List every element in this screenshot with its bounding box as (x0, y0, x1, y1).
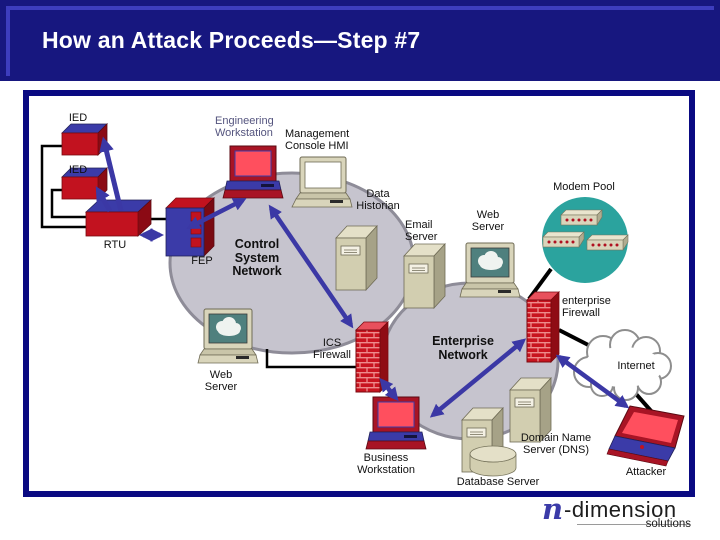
ics-firewall-label: ICS Firewall (313, 337, 351, 361)
internet-label: Internet (617, 360, 655, 372)
slide-title: How an Attack Proceeds—Step #7 (42, 27, 421, 53)
web-server-control-icon (197, 308, 259, 364)
web-server-control-label: Web Server (204, 369, 238, 393)
fep-label: FEP (191, 255, 213, 267)
ied-device-icon (61, 123, 108, 156)
arrow-enterprise-firewall-attacker (555, 354, 630, 409)
ied1-label: IED (68, 112, 88, 124)
modem-icon (542, 231, 585, 248)
email-server-icon (403, 243, 446, 309)
attacker-laptop-icon (606, 405, 685, 467)
engineering-workstation-icon (222, 145, 284, 199)
data-historian-server-icon (335, 225, 378, 291)
modem-icon (560, 209, 603, 226)
fep-device-icon (165, 197, 215, 257)
arrow-engineering-workstation-ics-firewall (268, 204, 354, 329)
title-bar-bevel (6, 6, 714, 76)
serial-wiring-lines (40, 144, 357, 369)
arrow-rtu-to-ied2 (95, 186, 113, 213)
enterprise-network-label: Enterprise Network (432, 334, 494, 362)
rtu-label: RTU (103, 239, 127, 251)
logo-n-glyph: n (542, 492, 564, 526)
data-historian-label: Data Historian (356, 188, 400, 212)
enterprise-firewall-icon (526, 291, 560, 363)
web-server-enterprise-icon (459, 242, 521, 298)
web-server-enterprise-label: Web Server (471, 209, 505, 233)
arrow-fep-engineering-workstation (186, 197, 247, 230)
control-system-network-label: Control System Network (232, 237, 282, 278)
logo-tagline: solutions (645, 518, 691, 530)
email-server-label: Email Server (405, 219, 438, 243)
logo-underline (577, 524, 689, 525)
arrow-rtu-to-ied1 (99, 136, 124, 212)
vendor-logo: n -dimension solutions (540, 492, 695, 536)
ied2-label: IED (68, 164, 88, 176)
management-console-hmi-label: Management Console HMI (285, 128, 350, 152)
database-disk-icon (469, 445, 517, 477)
engineering-workstation-label: Engineering Workstation (215, 115, 274, 139)
business-workstation-icon (365, 396, 427, 450)
title-bar: How an Attack Proceeds—Step #7 (0, 0, 720, 81)
modem-pool-label: Modem Pool (553, 181, 615, 193)
database-server-label: Database Server (456, 476, 540, 488)
arrow-business-workstation-enterprise-firewall (429, 338, 527, 418)
arrow-ics-firewall-business-workstation (379, 377, 399, 402)
management-console-hmi-icon (291, 156, 353, 208)
enterprise-firewall-label: enterprise Firewall (562, 295, 611, 319)
modem-pool-device (542, 197, 629, 283)
domain-name-server-label: Domain Name Server (DNS) (520, 432, 592, 456)
modem-icon (586, 234, 629, 251)
logo-name: -dimension (564, 497, 677, 522)
attacker-label: Attacker (625, 466, 667, 478)
business-workstation-label: Business Workstation (357, 452, 415, 476)
